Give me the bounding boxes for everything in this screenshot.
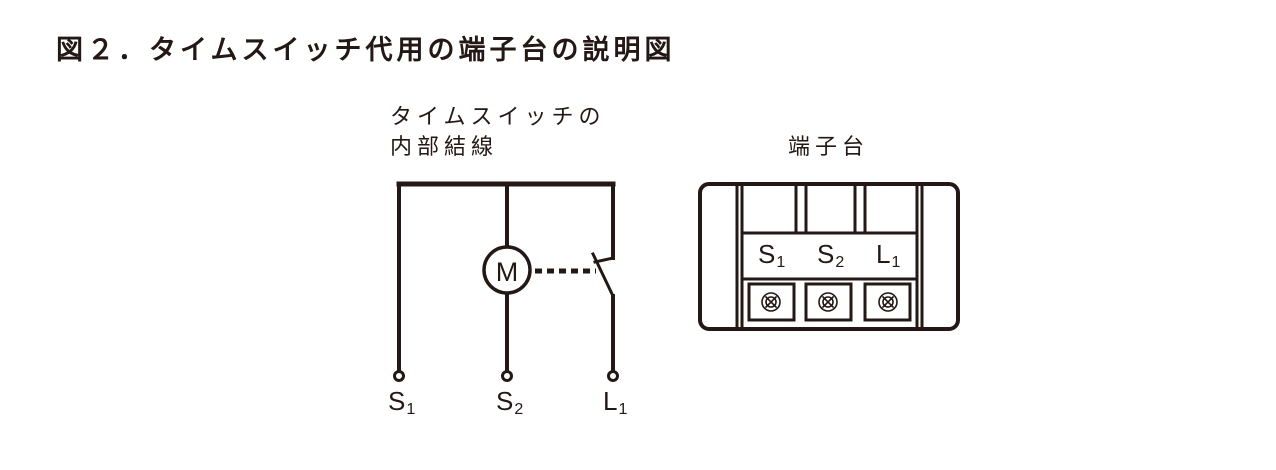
block-label-s1: S1 <box>758 239 786 271</box>
terminal-block-frame <box>698 182 960 331</box>
figure-title: 図２．タイムスイッチ代用の端子台の説明図 <box>56 35 676 66</box>
terminal-point-s1 <box>393 370 405 382</box>
switch-blade <box>591 252 615 298</box>
internal-wiring-label-line1: タイムスイッチの <box>390 105 606 130</box>
terminal-cell-s2 <box>804 282 853 322</box>
motor-label: M <box>496 257 519 287</box>
internal-wiring-label-line2: 内部結線 <box>390 135 499 160</box>
terminal-label-s2: S2 <box>496 386 524 418</box>
screw-icon <box>878 292 898 312</box>
terminal-cell-s1 <box>747 282 796 322</box>
terminal-label-l1: L1 <box>603 386 628 418</box>
screw-icon <box>818 292 838 312</box>
block-label-l1: L1 <box>876 239 901 271</box>
motor-symbol <box>482 245 532 295</box>
block-label-s2: S2 <box>817 239 845 271</box>
terminal-point-l1 <box>607 370 619 382</box>
terminal-label-s1: S1 <box>388 386 416 418</box>
terminal-point-s2 <box>501 370 513 382</box>
screw-icon <box>761 292 781 312</box>
terminal-cell-l1 <box>863 282 912 322</box>
terminal-block-label: 端子台 <box>788 135 870 160</box>
